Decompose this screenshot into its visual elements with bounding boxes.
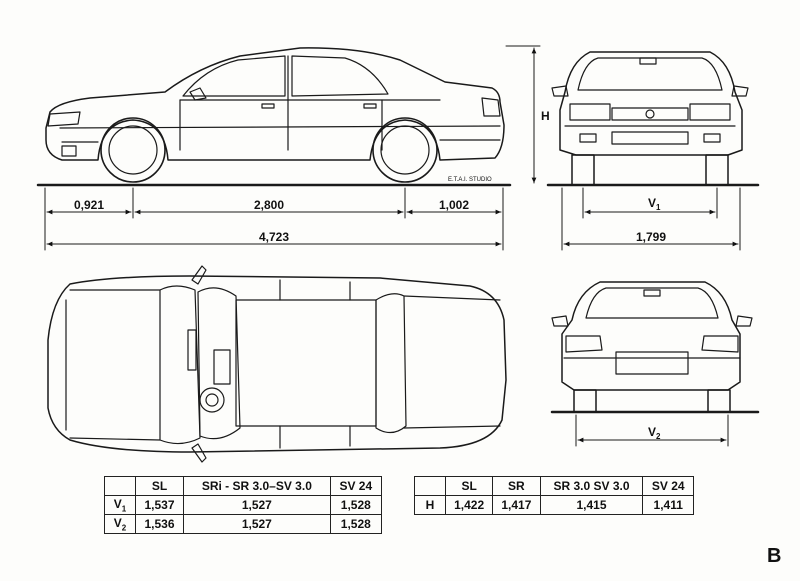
table-cell: 1,417 [492, 495, 541, 515]
row-label: H [414, 495, 446, 515]
front-dimension-lines [505, 45, 741, 251]
table-header-cell: SR 3.0 SV 3.0 [539, 476, 644, 496]
table-cell: 1,415 [539, 495, 644, 515]
table-header-cell: SV 24 [642, 476, 694, 496]
table-row: V1 1,537 1,527 1,528 [104, 495, 383, 515]
table-cell: 1,528 [329, 514, 383, 534]
table-cell: 1,528 [329, 495, 383, 515]
side-dimension-lines [44, 187, 504, 251]
rear-dimension-lines [575, 414, 729, 447]
front-view-car [546, 51, 760, 187]
table-cell: 1,536 [134, 514, 185, 534]
table-row: V2 1,536 1,527 1,528 [104, 514, 383, 534]
wheelbase-label: 2,800 [254, 198, 284, 212]
table-row: SL SR SR 3.0 SV 3.0 SV 24 [414, 476, 694, 496]
height-table: SL SR SR 3.0 SV 3.0 SV 24 H 1,422 1,417 … [414, 476, 694, 515]
table-row: SL SRi - SR 3.0–SV 3.0 SV 24 [104, 476, 383, 496]
height-label: H [541, 109, 550, 123]
table-header-cell: SL [134, 476, 185, 496]
rear-track-label: V2 [648, 425, 661, 441]
row-label: V1 [104, 495, 136, 515]
table-row: H 1,422 1,417 1,415 1,411 [414, 495, 694, 515]
table-cell: 1,527 [183, 514, 331, 534]
overall-width-label: 1,799 [636, 230, 666, 244]
front-overhang-label: 0,921 [74, 198, 104, 212]
page-letter: B [767, 545, 782, 567]
table-header-cell: SRi - SR 3.0–SV 3.0 [183, 476, 331, 496]
front-track-label: V1 [648, 196, 661, 212]
studio-credit: E.T.A.I. STUDIO [448, 177, 492, 183]
row-label: V2 [104, 514, 136, 534]
rear-view-car [550, 281, 760, 414]
track-table: SL SRi - SR 3.0–SV 3.0 SV 24 V1 1,537 1,… [104, 476, 383, 534]
overall-length-label: 4,723 [259, 230, 289, 244]
table-cell: 1,411 [642, 495, 694, 515]
rear-overhang-label: 1,002 [439, 198, 469, 212]
table-header-cell: SL [444, 476, 494, 496]
table-cell: 1,422 [444, 495, 494, 515]
top-view-car [47, 265, 507, 463]
side-view-car [36, 47, 512, 187]
table-header-cell: SV 24 [329, 476, 383, 496]
table-cell: 1,537 [134, 495, 185, 515]
table-header-cell: SR [492, 476, 541, 496]
table-cell: 1,527 [183, 495, 331, 515]
